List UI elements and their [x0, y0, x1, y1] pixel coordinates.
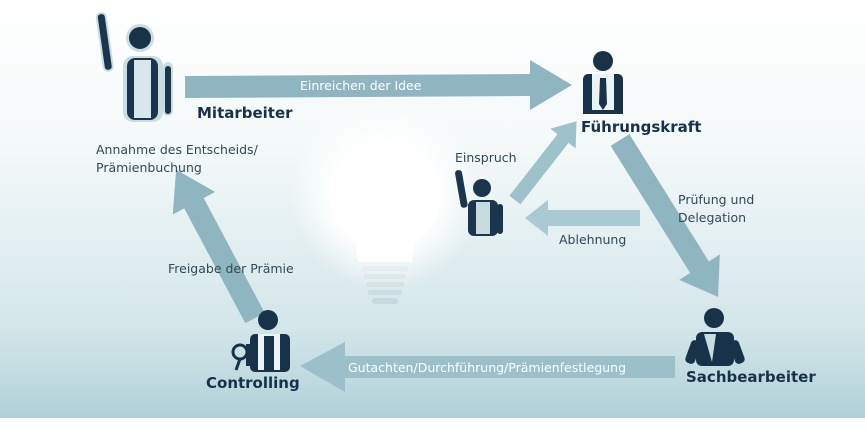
bottom-border [0, 418, 865, 438]
flow-label-pruefung-2: Delegation [678, 210, 747, 225]
arrow-pruefung [610, 134, 720, 297]
idea-lightbulb-icon [329, 139, 441, 304]
person-icon-mitarbeiter [95, 12, 173, 122]
flow-label-annahme-2: Prämienbuchung [96, 160, 202, 175]
person-icon-einspruch [455, 170, 503, 236]
flow-label-gutachten: Gutachten/Durchführung/Prämienfestlegung [348, 360, 627, 375]
arrow-einreichen [185, 60, 572, 110]
flow-label-freigabe: Freigabe der Prämie [168, 261, 294, 276]
arrow-einspruch [509, 121, 577, 205]
role-label-fuehrungskraft: Führungskraft [581, 118, 702, 136]
flow-label-annahme-1: Annahme des Entscheids/ [96, 142, 258, 157]
person-icon-controlling [231, 310, 290, 372]
flow-label-pruefung-1: Prüfung und [678, 192, 755, 207]
flow-label-ablehnung: Ablehnung [559, 232, 627, 247]
arrow-freigabe [172, 169, 265, 324]
arrow-ablehnung [525, 200, 640, 236]
role-label-sachbearbeiter: Sachbearbeiter [686, 368, 816, 386]
role-label-mitarbeiter: Mitarbeiter [197, 104, 293, 122]
person-icon-sachbearbeiter [685, 308, 745, 366]
flow-label-einreichen: Einreichen der Idee [300, 78, 422, 93]
person-icon-fuehrungskraft [583, 51, 623, 114]
arrow-gutachten [300, 342, 675, 392]
flow-label-einspruch: Einspruch [455, 150, 517, 165]
role-label-controlling: Controlling [206, 374, 300, 392]
